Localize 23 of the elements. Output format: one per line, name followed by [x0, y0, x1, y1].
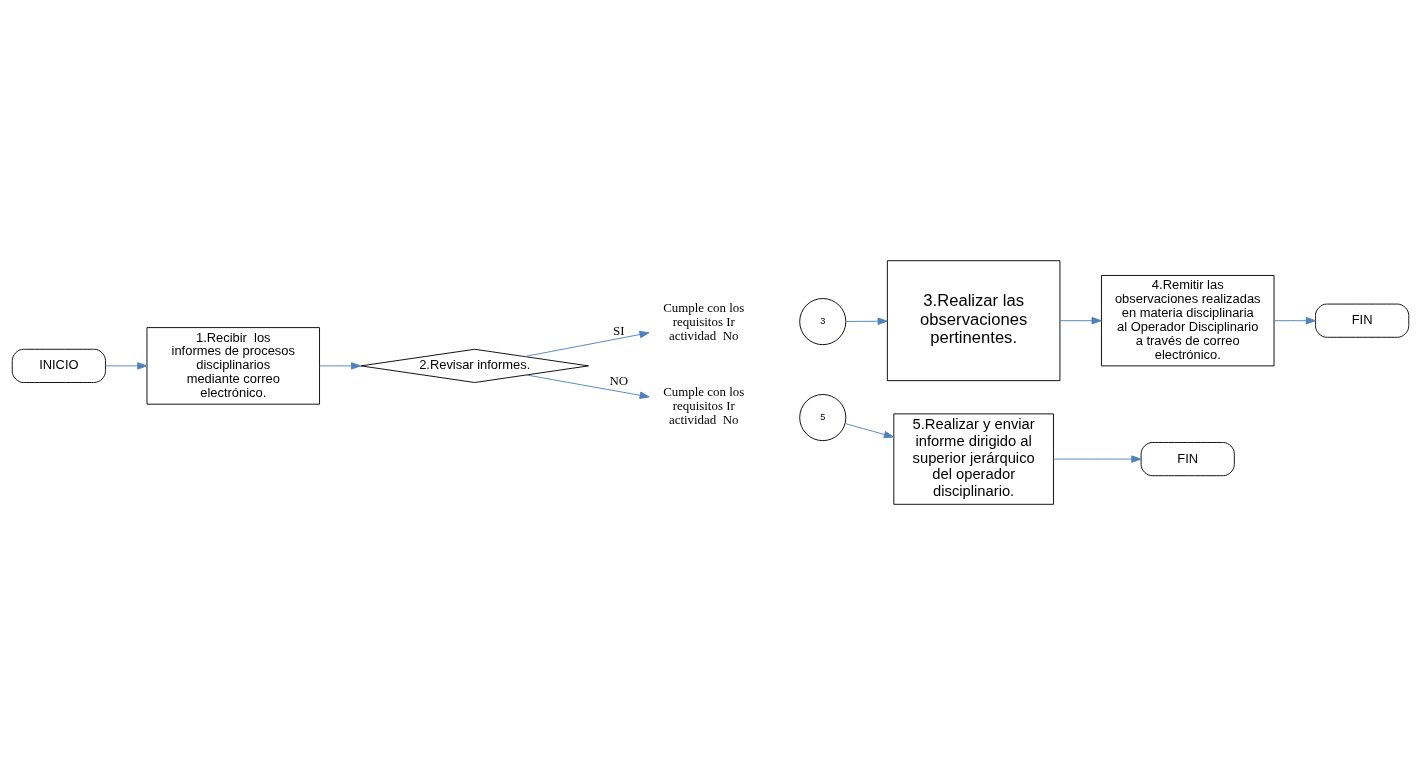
arrow [526, 374, 650, 399]
node-box: 3.Realizar las observaciones pertinentes. [886, 259, 1061, 381]
edge-label: NO [609, 372, 629, 388]
node-box: FIN [1315, 303, 1410, 338]
arrow [524, 330, 650, 357]
arrow [105, 361, 148, 370]
edge-label: SI [613, 322, 625, 338]
node-text: Cumple con los requisitos Ir actividad No [663, 299, 745, 343]
arrow [319, 361, 362, 370]
node-circle: 5 [799, 393, 847, 441]
node-box: INICIO [11, 348, 106, 383]
node-box: 1.Recibir los informes de procesos disciplinarios mediante correo electrónico. [146, 326, 320, 405]
node-diamond: 2.Revisar informes. [360, 348, 589, 383]
node-text: Cumple con los requisitos Ir actividad No [663, 383, 745, 427]
node-box: 5.Realizar y enviar informe dirigido al superior jerárquico del operador disciplinario. [893, 412, 1054, 505]
arrow [1273, 316, 1316, 324]
node-box: FIN [1140, 441, 1235, 476]
arrow [1059, 316, 1102, 324]
arrow [844, 422, 894, 438]
node-circle: 3 [799, 297, 847, 345]
node-box: 4.Remitir las observaciones realizadas en materia disciplinaria al Operador Disciplinario a través de correo electrónico. [1101, 274, 1275, 366]
arrow [845, 317, 888, 325]
arrow [1053, 454, 1142, 463]
